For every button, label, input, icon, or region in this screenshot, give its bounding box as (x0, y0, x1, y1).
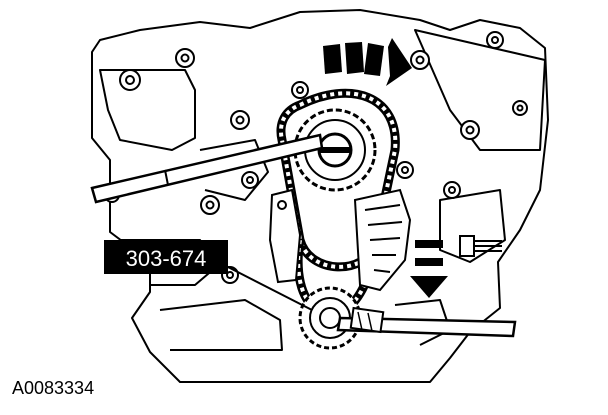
figure-id: A0083334 (12, 378, 94, 398)
chain-tensioner-arm (268, 188, 302, 284)
callout-leader-line (225, 265, 313, 311)
dashed-down-arrow-icon (410, 240, 448, 298)
tool-callout: 303-674 (104, 240, 228, 274)
tool-number-label: 303-674 (126, 246, 207, 271)
camshaft-sprocket (293, 108, 377, 192)
right-bolt (459, 235, 502, 257)
crankshaft-holding-tool (336, 306, 517, 338)
upper-timing-chain (276, 88, 400, 272)
chain-guide (353, 188, 412, 292)
curved-dashed-arrow-icon (323, 38, 412, 86)
camshaft-wrench (90, 133, 324, 204)
